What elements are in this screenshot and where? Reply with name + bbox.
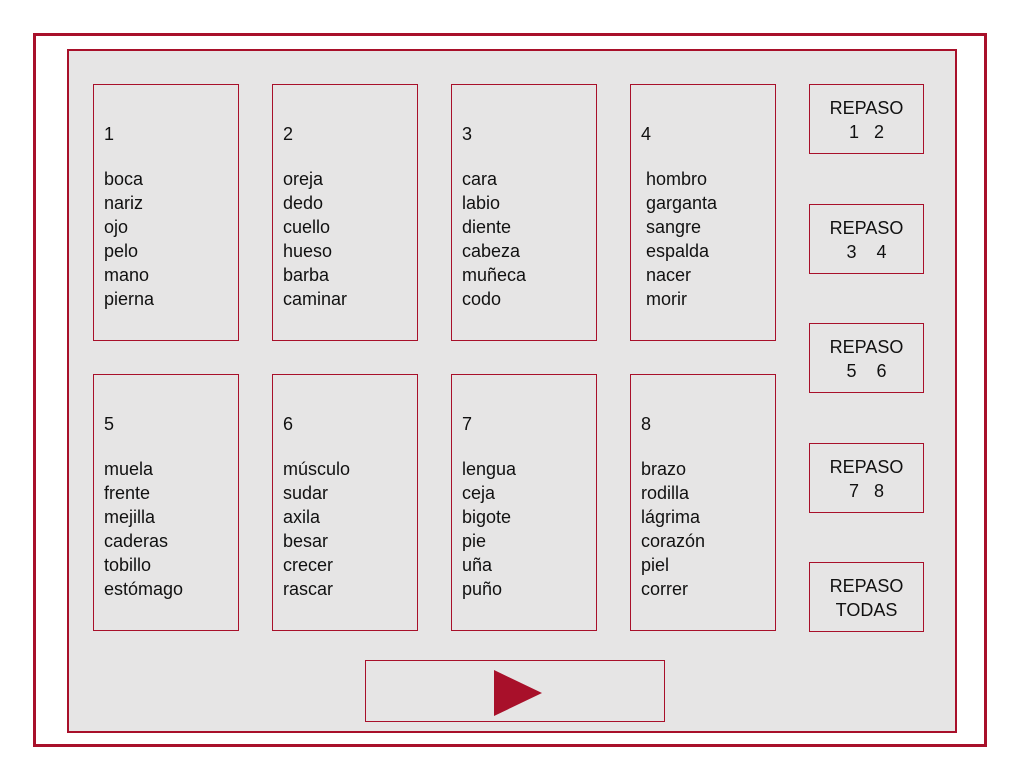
list-item: tobillo xyxy=(104,555,152,575)
vocab-card-4[interactable]: 4 hombro garganta sangre espalda nacer m… xyxy=(630,84,776,341)
vocab-card-8[interactable]: 8 brazo rodilla lágrima corazón piel cor… xyxy=(630,374,776,631)
list-item: sangre xyxy=(646,217,702,237)
vocab-card-2[interactable]: 2 oreja dedo cuello hueso barba caminar xyxy=(272,84,418,341)
card-number: 6 xyxy=(283,414,294,434)
list-item: crecer xyxy=(283,555,334,575)
review-button-all[interactable]: REPASO TODAS xyxy=(809,562,924,632)
list-item: boca xyxy=(104,169,144,189)
vocab-card-5[interactable]: 5 muela frente mejilla caderas tobillo e… xyxy=(93,374,239,631)
list-item: pie xyxy=(462,531,487,551)
list-item: pierna xyxy=(104,289,155,309)
list-item: axila xyxy=(283,507,321,527)
review-button-1-2[interactable]: REPASO 1 2 xyxy=(809,84,924,154)
list-item: corazón xyxy=(641,531,706,551)
vocab-card-6[interactable]: 6 músculo sudar axila besar crecer rasca… xyxy=(272,374,418,631)
vocab-card-3[interactable]: 3 cara labio diente cabeza muñeca codo xyxy=(451,84,597,341)
review-button-label: REPASO xyxy=(829,98,904,118)
word-list: músculo sudar axila besar crecer rascar xyxy=(283,457,350,601)
list-item: bigote xyxy=(462,507,512,527)
list-item: nariz xyxy=(104,193,144,213)
list-item: uña xyxy=(462,555,493,575)
review-button-label: REPASO xyxy=(829,576,904,596)
list-item: caminar xyxy=(283,289,348,309)
card-number: 3 xyxy=(462,124,473,144)
list-item: rascar xyxy=(283,579,334,599)
list-item: correr xyxy=(641,579,689,599)
play-arrow-icon xyxy=(494,670,542,716)
review-button-sublabel: 3 4 xyxy=(846,242,887,262)
list-item: frente xyxy=(104,483,151,503)
list-item: cara xyxy=(462,169,498,189)
list-item: barba xyxy=(283,265,330,285)
list-item: oreja xyxy=(283,169,324,189)
list-item: rodilla xyxy=(641,483,690,503)
card-number: 1 xyxy=(104,124,115,144)
vocab-card-7[interactable]: 7 lengua ceja bigote pie uña puño xyxy=(451,374,597,631)
list-item: morir xyxy=(646,289,687,309)
list-item: hueso xyxy=(283,241,333,261)
review-button-sublabel: 5 6 xyxy=(846,361,887,381)
review-button-5-6[interactable]: REPASO 5 6 xyxy=(809,323,924,393)
card-number: 2 xyxy=(283,124,294,144)
list-item: espalda xyxy=(646,241,710,261)
list-item: nacer xyxy=(646,265,692,285)
word-list: hombro garganta sangre espalda nacer mor… xyxy=(646,167,717,311)
word-list: cara labio diente cabeza muñeca codo xyxy=(462,167,526,311)
list-item: ojo xyxy=(104,217,129,237)
list-item: caderas xyxy=(104,531,169,551)
review-button-sublabel: 7 8 xyxy=(848,481,885,501)
list-item: hombro xyxy=(646,169,708,189)
word-list: brazo rodilla lágrima corazón piel corre… xyxy=(641,457,705,601)
list-item: cuello xyxy=(283,217,331,237)
list-item: lágrima xyxy=(641,507,701,527)
list-item: estómago xyxy=(104,579,184,599)
list-item: mano xyxy=(104,265,150,285)
list-item: músculo xyxy=(283,459,351,479)
word-list: boca nariz ojo pelo mano pierna xyxy=(104,167,154,311)
review-button-label: REPASO xyxy=(829,337,904,357)
list-item: pelo xyxy=(104,241,139,261)
list-item: puño xyxy=(462,579,503,599)
list-item: dedo xyxy=(283,193,324,213)
list-item: besar xyxy=(283,531,329,551)
word-list: muela frente mejilla caderas tobillo est… xyxy=(104,457,183,601)
card-number: 5 xyxy=(104,414,115,434)
review-button-label: REPASO xyxy=(829,457,904,477)
card-number: 8 xyxy=(641,414,652,434)
review-button-sublabel: TODAS xyxy=(835,600,898,620)
list-item: sudar xyxy=(283,483,329,503)
list-item: labio xyxy=(462,193,501,213)
review-button-label: REPASO xyxy=(829,218,904,238)
vocab-card-1[interactable]: 1 boca nariz ojo pelo mano pierna xyxy=(93,84,239,341)
card-number: 7 xyxy=(462,414,473,434)
list-item: lengua xyxy=(462,459,517,479)
list-item: diente xyxy=(462,217,512,237)
review-button-7-8[interactable]: REPASO 7 8 xyxy=(809,443,924,513)
list-item: mejilla xyxy=(104,507,156,527)
list-item: muñeca xyxy=(462,265,527,285)
list-item: garganta xyxy=(646,193,718,213)
list-item: codo xyxy=(462,289,502,309)
word-list: oreja dedo cuello hueso barba caminar xyxy=(283,167,347,311)
word-list: lengua ceja bigote pie uña puño xyxy=(462,457,516,601)
list-item: cabeza xyxy=(462,241,521,261)
review-button-3-4[interactable]: REPASO 3 4 xyxy=(809,204,924,274)
next-button[interactable] xyxy=(365,660,665,722)
list-item: brazo xyxy=(641,459,687,479)
review-button-sublabel: 1 2 xyxy=(848,122,885,142)
list-item: muela xyxy=(104,459,154,479)
list-item: piel xyxy=(641,555,670,575)
card-number: 4 xyxy=(641,124,652,144)
list-item: ceja xyxy=(462,483,496,503)
